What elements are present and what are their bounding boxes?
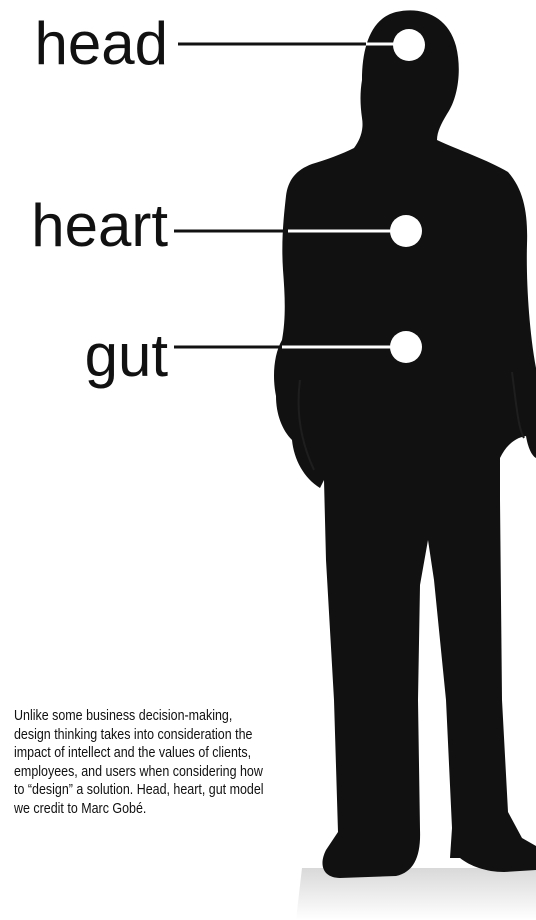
heart-marker [390,215,422,247]
gut-marker [390,331,422,363]
heart-label: heart [31,196,168,256]
person-silhouette [274,10,536,878]
gut-label: gut [85,326,168,386]
caption-text: Unlike some business decision-making, de… [14,707,272,819]
head-marker [393,29,425,61]
head-label: head [35,14,168,74]
